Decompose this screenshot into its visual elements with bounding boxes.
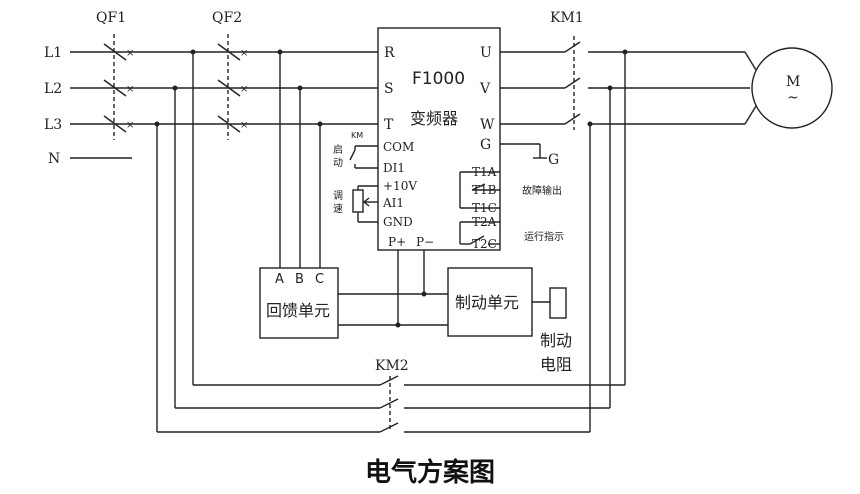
breaker-qf2-label: QF2	[212, 10, 242, 26]
junction-dots	[154, 49, 628, 328]
motor-symbol: M	[786, 74, 800, 90]
terminal-p-minus: P−	[416, 235, 434, 249]
diagram-caption: 电气方案图	[364, 458, 495, 488]
terminal-g: G	[480, 137, 491, 153]
terminal-gnd: GND	[383, 215, 413, 229]
terminal-p-plus: P+	[388, 235, 406, 249]
terminal-r: R	[384, 45, 395, 61]
feedback-terminal-c: C	[315, 272, 324, 287]
terminal-w: W	[480, 117, 495, 133]
feedback-unit-title: 回馈单元	[266, 301, 330, 320]
speed-label-2: 速	[333, 203, 343, 215]
svg-text:×: ×	[126, 48, 134, 59]
terminal-t: T	[384, 117, 394, 133]
terminal-ai1: AI1	[382, 196, 404, 210]
terminal-com: COM	[383, 140, 414, 154]
line-l1-label: L1	[44, 45, 62, 61]
ground-label: G	[548, 152, 559, 168]
terminal-s: S	[384, 81, 394, 97]
brake-resistor-label-2: 电阻	[540, 355, 572, 374]
svg-text:×: ×	[240, 84, 248, 95]
speed-label-1: 调	[333, 190, 343, 202]
run-indicator-label: 运行指示	[524, 230, 564, 243]
terminal-u: U	[480, 45, 492, 61]
inverter-name: 变频器	[410, 109, 458, 128]
svg-text:×: ×	[240, 48, 248, 59]
motor-tilde: ~	[787, 90, 799, 106]
line-l2-label: L2	[44, 81, 62, 97]
feedback-terminal-a: A	[275, 272, 284, 287]
terminal-t1a: T1A	[472, 165, 497, 179]
terminal-t2a: T2A	[472, 215, 497, 229]
svg-text:×: ×	[126, 84, 134, 95]
terminal-t2c: T2C	[472, 237, 497, 251]
start-label-2: 动	[333, 157, 343, 169]
line-l3-label: L3	[44, 117, 62, 133]
start-label-1: 启	[333, 143, 343, 156]
inverter-model: F1000	[412, 69, 465, 89]
terminal-10v: +10V	[383, 179, 417, 193]
contactor-km1-label: KM1	[550, 10, 584, 26]
km-start-label: KM	[351, 131, 363, 140]
brake-resistor-label-1: 制动	[540, 331, 572, 350]
line-n-label: N	[48, 151, 60, 167]
contactor-km2-label: KM2	[375, 358, 409, 374]
terminal-di1: DI1	[383, 161, 405, 175]
svg-text:×: ×	[126, 120, 134, 131]
terminal-t1b: T1B	[472, 183, 497, 197]
svg-text:×: ×	[240, 120, 248, 131]
terminal-v: V	[479, 81, 491, 97]
feedback-terminal-b: B	[295, 272, 304, 287]
terminal-t1c: T1C	[472, 201, 497, 215]
brake-unit-title: 制动单元	[455, 293, 519, 312]
fault-output-label: 故障输出	[522, 184, 562, 197]
breaker-qf1-label: QF1	[96, 10, 126, 26]
